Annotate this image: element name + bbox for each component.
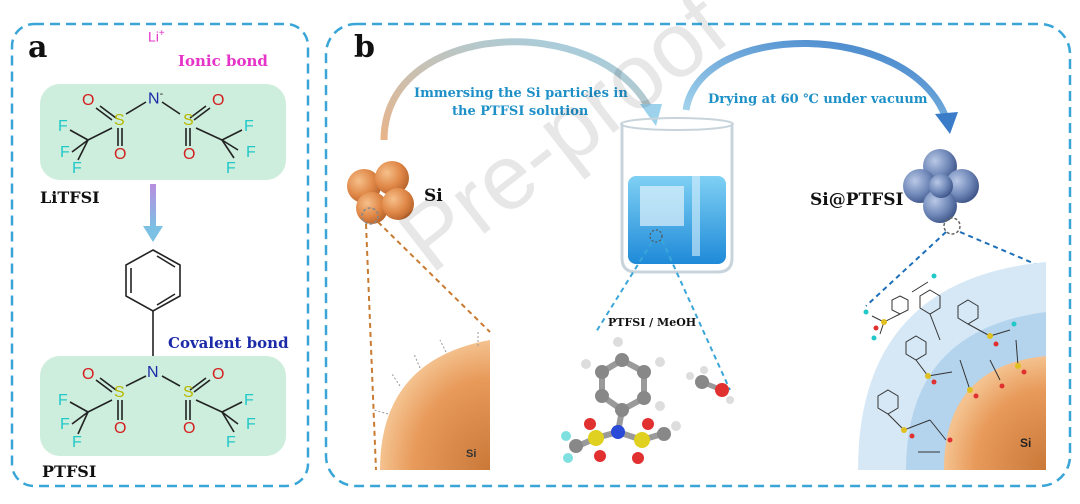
immersion-step-line1: Immersing the Si particles in (414, 86, 628, 101)
lithium-symbol: Li (148, 28, 159, 45)
si-ptfsi-zoom-line-right (959, 231, 1041, 267)
sketch-sulfur-atoms (881, 319, 1021, 433)
drying-step-label: Drying at 60 ℃ under vacuum (708, 92, 928, 107)
panel-b-frame (324, 22, 1072, 488)
si-core-label-right: Si (1020, 436, 1032, 450)
si-core-zoom-right (944, 356, 1046, 470)
drying-arrow-head (935, 112, 958, 134)
litfsi-o-1: O (82, 92, 95, 109)
ptfsi-n-atom: N (147, 364, 159, 381)
litfsi-f-5: F (246, 144, 256, 161)
panel-a-letter: a (28, 30, 48, 65)
ionic-bond-label: Ionic bond (178, 52, 268, 70)
si-zoom-line-left (365, 223, 377, 471)
ptfsi-f-6: F (226, 434, 236, 451)
drying-arrow (682, 40, 950, 120)
ptfsi-f-1: F (58, 392, 68, 409)
panel-b-letter: b (354, 30, 375, 65)
si-ptfsi-label: Si@PTFSI (810, 190, 904, 210)
litfsi-f-1: F (58, 118, 68, 135)
litfsi-n-charge: - (159, 88, 164, 100)
si-core-label-left: Si (466, 448, 477, 460)
sketch-oxygen-atoms (873, 325, 1027, 443)
si-ptfsi-cluster (903, 149, 979, 223)
litfsi-n-atom: N- (148, 88, 163, 108)
immersion-arrow-head (640, 104, 662, 126)
reaction-arrow-head (143, 226, 163, 242)
litfsi-o-4: O (183, 146, 196, 163)
si-surface-groups (373, 332, 479, 415)
methanol-model (686, 366, 734, 404)
grafted-ptfsi-sketch (877, 289, 1019, 453)
immersion-arrow (380, 38, 654, 141)
si-label: Si (424, 186, 443, 206)
litfsi-o-3: O (212, 92, 225, 109)
litfsi-f-3: F (72, 160, 82, 177)
ptfsi-label: PTFSI (42, 462, 97, 481)
si-ptfsi-zoom-marker (943, 217, 961, 235)
solution-label: PTFSI / MeOH (608, 316, 697, 329)
sketch-fluorine-atoms (863, 273, 1017, 341)
litfsi-s-right: S (183, 112, 194, 129)
litfsi-o-2: O (114, 146, 127, 163)
ptfsi-f-3: F (72, 434, 82, 451)
si-ptfsi-zoom-line-left (865, 231, 947, 307)
ptfsi-o-2: O (114, 420, 127, 437)
ptfsi-bonds (69, 375, 243, 435)
solution-zoom-line-right (661, 239, 731, 391)
si-zoom-line-right (377, 221, 491, 333)
ptfsi-ball-stick-model (561, 337, 681, 464)
litfsi-f-4: F (244, 118, 254, 135)
ptfsi-f-2: F (60, 416, 70, 433)
si-zoom-marker (361, 207, 379, 225)
panel-a-frame (10, 22, 310, 488)
covalent-bond-label: Covalent bond (168, 334, 289, 352)
ptfsi-o-1: O (82, 366, 95, 383)
ptfsi-f-4: F (244, 392, 254, 409)
lithium-charge: + (158, 28, 165, 39)
ptfsi-s-left: S (114, 384, 125, 401)
immersion-step-line2: the PTFSI solution (452, 104, 589, 119)
litfsi-label: LiTFSI (40, 188, 100, 207)
si-core-zoom-left (380, 340, 490, 470)
litfsi-f-2: F (60, 144, 70, 161)
litfsi-bonds (69, 101, 243, 161)
reaction-arrow-shaft (150, 184, 156, 228)
lithium-ion-label: Li+ (148, 28, 165, 45)
ptfsi-f-5: F (246, 416, 256, 433)
solution-zoom-marker (649, 229, 663, 243)
litfsi-s-left: S (114, 112, 125, 129)
ptfsi-box (40, 356, 286, 456)
litfsi-f-6: F (226, 160, 236, 177)
si-particle-cluster (347, 161, 414, 224)
ptfsi-o-4: O (183, 420, 196, 437)
litfsi-n-symbol: N (148, 90, 160, 108)
beaker (620, 117, 734, 274)
ptfsi-o-3: O (212, 366, 225, 383)
ptfsi-s-right: S (183, 384, 194, 401)
